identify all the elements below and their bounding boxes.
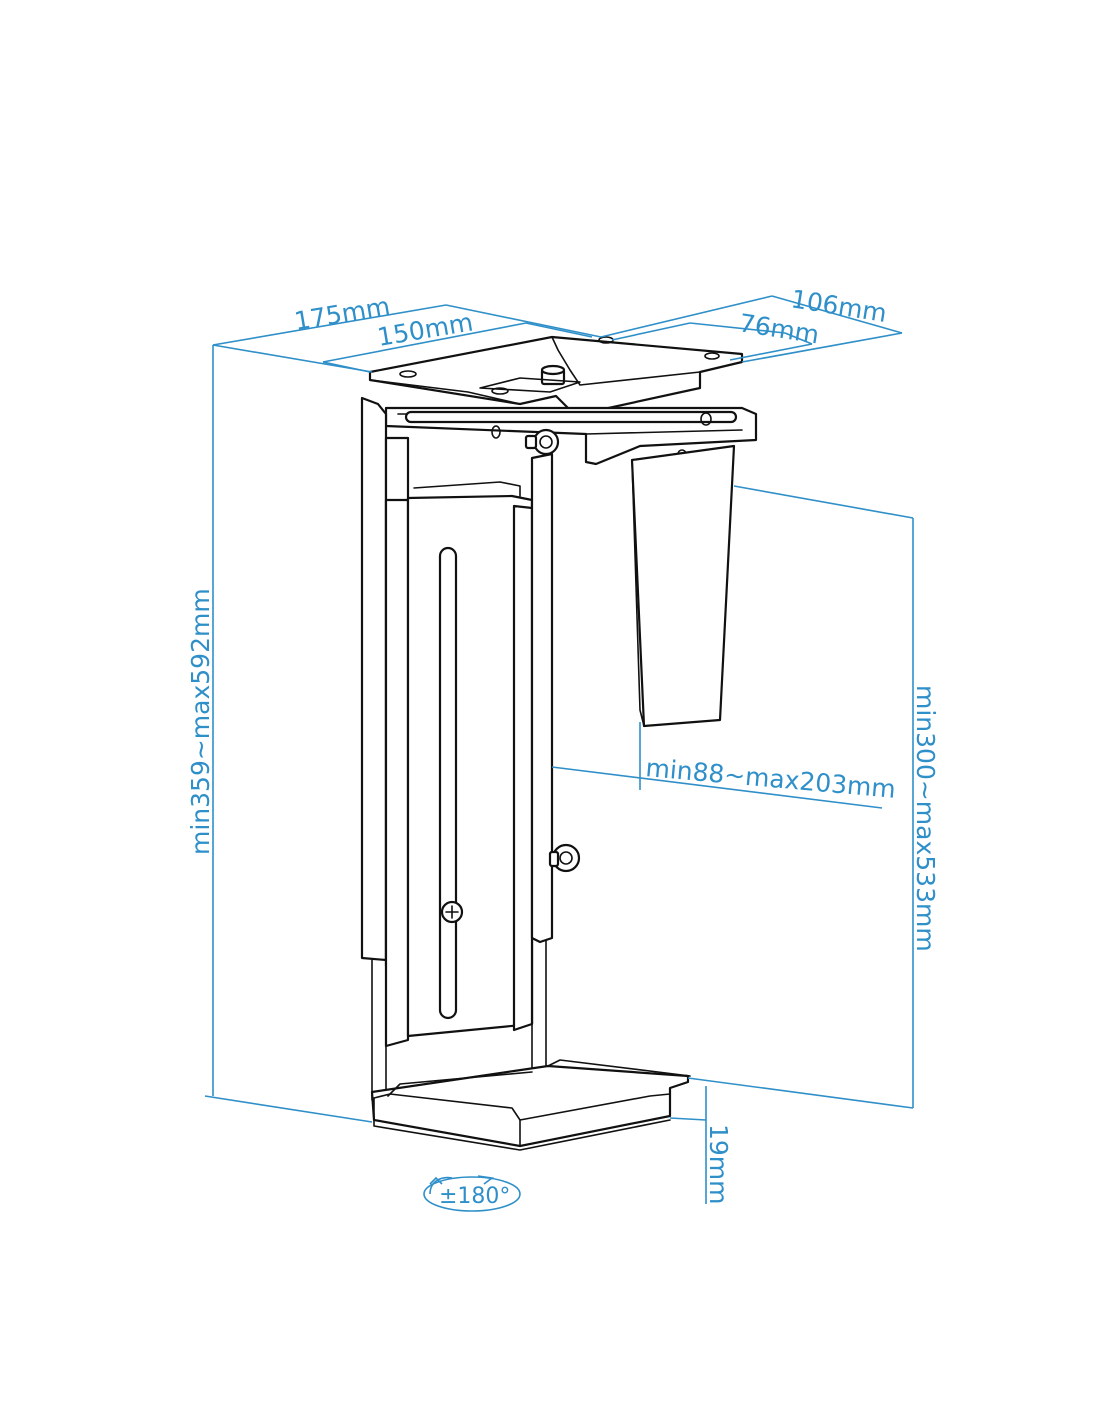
arrowhead-left-icon [429,1176,443,1185]
side-clamp-plate [630,444,736,728]
arrowhead-right-icon [477,1175,495,1185]
rotation-arrow-icon [429,1176,453,1195]
left-vertical-arm [360,396,410,1101]
right-inner-rail [530,452,581,1081]
rotation-ellipse [423,1176,521,1212]
label-width-adjust: min88~max203mm [644,753,896,804]
rotation-indicator [423,1175,521,1212]
base-tray [370,1059,691,1151]
top-crossbar [384,406,758,466]
label-height-total: min359~max592mm [186,588,215,855]
label-rotation: ±180° [439,1184,510,1209]
dimension-lines [204,295,914,1204]
label-base-height: 19mm [704,1124,733,1205]
label-height-inner: min300~max533mm [911,685,940,952]
cpu-holder-illustration [360,335,758,1151]
top-mounting-plate [368,335,744,416]
telescoping-column [406,481,534,1038]
